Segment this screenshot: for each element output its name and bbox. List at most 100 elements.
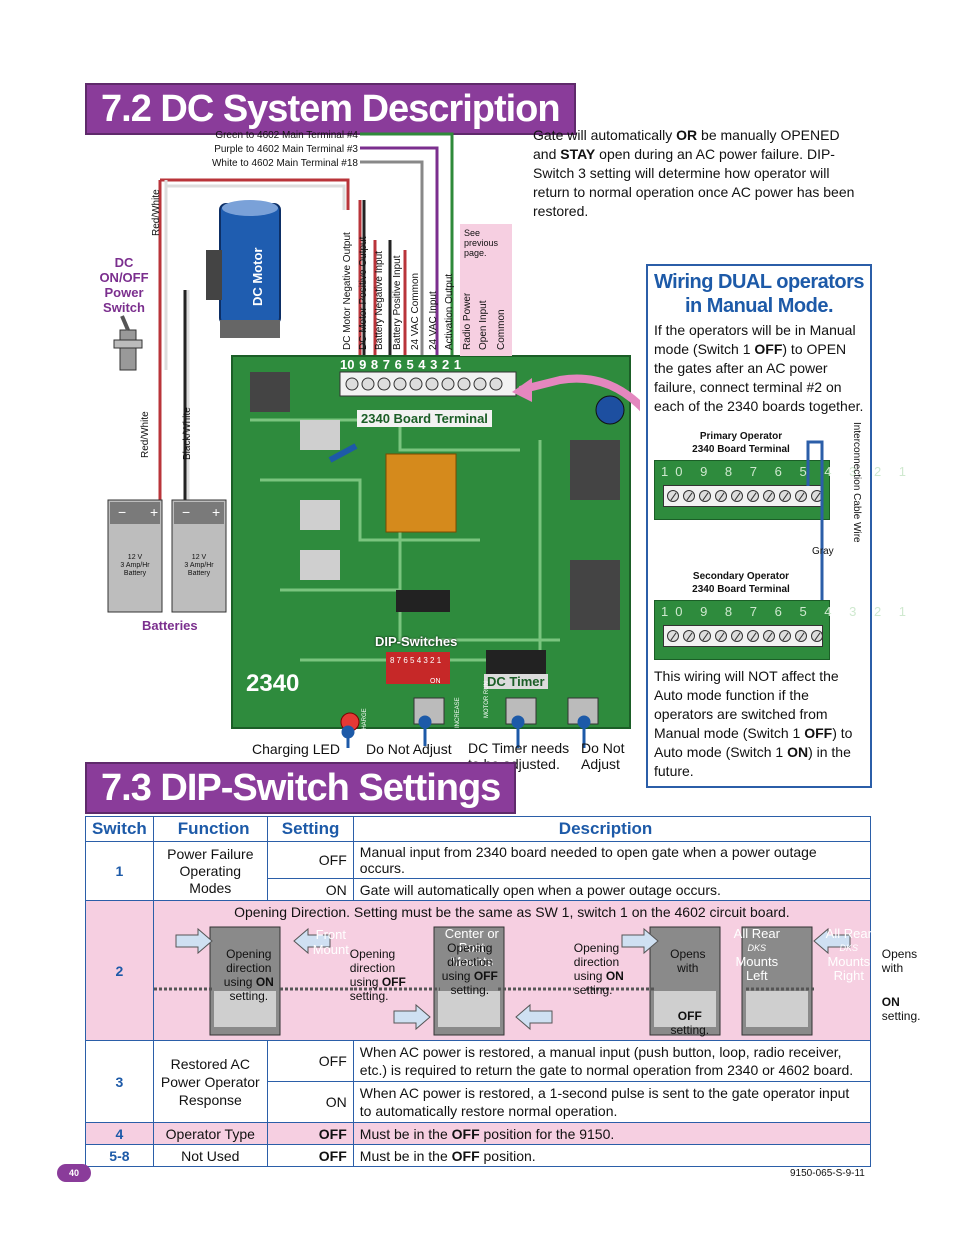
dip-on: ON bbox=[430, 678, 441, 685]
center-left-note: Opening direction using OFF setting. bbox=[434, 941, 506, 997]
terminal-label-7: Battery Positive Input bbox=[392, 255, 403, 351]
desc-4-text-1: Must be in the bbox=[359, 1125, 452, 1142]
post-word: Post bbox=[458, 940, 485, 955]
gray-label: Gray bbox=[812, 546, 834, 557]
battery-2-amp: 3 Amp/Hr bbox=[184, 562, 214, 569]
wiring-text-b-off: OFF bbox=[804, 725, 833, 741]
secondary-terminal-strip: 10 9 8 7 6 5 4 3 2 1 bbox=[654, 600, 906, 660]
rear-left-brand: DKS bbox=[747, 943, 767, 953]
wiring-dual-text-b: This wiring will NOT affect the Auto mod… bbox=[654, 667, 866, 781]
desc-4-text-2: position for the 9150. bbox=[479, 1125, 615, 1142]
wiring-text-a-2: ) to OPEN the gates after an AC power fa… bbox=[654, 341, 864, 414]
rear-left-setting: setting. bbox=[670, 1023, 710, 1037]
battery-1-word: Battery bbox=[123, 570, 147, 577]
description-1-on: Gate will automatically open when a powe… bbox=[352, 878, 872, 901]
rear-right-opens-with: Opens with bbox=[881, 947, 918, 975]
svg-text:+: + bbox=[150, 504, 158, 520]
interconnection-cable-label: Interconnection Cable Wire bbox=[851, 422, 862, 543]
primary-label-2: 2340 Board Terminal bbox=[692, 444, 790, 455]
dc-switch-line-2: ON/OFF bbox=[99, 270, 149, 285]
see-previous-text: See previous page. bbox=[464, 228, 499, 258]
table-row: 5-8 Not Used OFF Must be in the OFF posi… bbox=[85, 1144, 872, 1167]
label-red-white-bottom: Red/White bbox=[140, 411, 151, 458]
rear-left-title: All Rear DKS Mounts Left bbox=[722, 927, 792, 983]
wiring-text-b-1: This wiring will NOT affect the Auto mod… bbox=[654, 668, 839, 741]
dc-switch-line-1: DC bbox=[114, 255, 134, 270]
secondary-label: Secondary Operator 2340 Board Terminal bbox=[648, 570, 834, 596]
function-4: Operator Type bbox=[152, 1122, 268, 1145]
rear-right-setting: setting. bbox=[881, 1009, 921, 1023]
wiring-dual-title-2: in Manual Mode. bbox=[684, 295, 834, 317]
center-right-note: Opening direction using ON setting. bbox=[574, 941, 640, 997]
page-number: 40 bbox=[68, 1168, 79, 1178]
terminal-label-2: Open Input bbox=[478, 300, 489, 350]
switch-2: 2 bbox=[85, 900, 154, 1041]
gate-note-text-2: be manually OPENED and bbox=[533, 127, 840, 162]
center-post-title: Center or Post Mounts bbox=[434, 927, 510, 969]
front-left-open-dir: Opening direction using bbox=[223, 947, 272, 989]
table-row: 4 Operator Type OFF Must be in the OFF p… bbox=[85, 1122, 872, 1145]
screw-icon bbox=[811, 630, 823, 642]
rear-right-brand: DKS bbox=[839, 943, 859, 953]
description-3-on: When AC power is restored, a 1-second pu… bbox=[352, 1081, 872, 1123]
screw-icon bbox=[683, 490, 695, 502]
screw-icon bbox=[795, 630, 807, 642]
switch-3: 3 bbox=[85, 1040, 154, 1123]
batteries-icon: − + − + bbox=[107, 499, 227, 613]
center-mounts-word: Mounts bbox=[450, 954, 494, 969]
table-header-row: Switch Function Setting Description bbox=[85, 816, 872, 842]
screw-icon bbox=[667, 630, 679, 642]
charge-label: CHARGE bbox=[362, 708, 368, 734]
callout-dc-timer-line-1: DC Timer needs bbox=[468, 740, 570, 756]
terminal-label-1: Common bbox=[496, 309, 507, 350]
terminal-label-4: Activation Output bbox=[444, 273, 455, 350]
screw-icon bbox=[747, 630, 759, 642]
rear-left-left: Left bbox=[745, 968, 768, 983]
increase-label: INCREASE bbox=[455, 697, 461, 728]
secondary-terminal-numbers: 10 9 8 7 6 5 4 3 2 1 bbox=[661, 604, 914, 619]
setting-3-on: ON bbox=[266, 1081, 354, 1123]
callout-do-not-adjust-1: Do Not Adjust bbox=[366, 741, 452, 757]
screw-icon bbox=[763, 490, 775, 502]
setting-1-on: ON bbox=[266, 878, 354, 901]
terminal-label-6: 24 VAC Common bbox=[410, 272, 421, 350]
gate-mounting-illustrations bbox=[153, 926, 851, 1036]
switch-4: 4 bbox=[85, 1122, 154, 1145]
gate-note-stay: STAY bbox=[560, 146, 596, 162]
screw-icon bbox=[747, 490, 759, 502]
setting-3-off: OFF bbox=[266, 1040, 354, 1082]
table-row: ON When AC power is restored, a 1-second… bbox=[86, 1081, 872, 1123]
wiring-dual-title: Wiring DUAL operators in Manual Mode. bbox=[648, 270, 870, 318]
terminal-label-9: DC Motor Positive Output bbox=[358, 236, 369, 350]
desc-5-off: OFF bbox=[451, 1147, 480, 1164]
opening-direction-text: Opening Direction. Setting must be the s… bbox=[234, 904, 790, 920]
page-number-badge: 40 bbox=[57, 1164, 91, 1182]
wiring-text-b-3: ) in the future. bbox=[654, 744, 851, 779]
rear-right-on: ON bbox=[881, 995, 900, 1009]
primary-label-1: Primary Operator bbox=[699, 431, 783, 442]
see-previous-box bbox=[460, 224, 512, 356]
desc-5-text-2: position. bbox=[479, 1147, 536, 1164]
dc-motor-label: DC Motor bbox=[250, 247, 265, 307]
wire-white-label: White to 4602 Main Terminal #18 bbox=[211, 158, 358, 169]
screw-icon bbox=[683, 630, 695, 642]
switch-1: 1 bbox=[85, 841, 154, 901]
terminal-label-5: 24 VAC Input bbox=[428, 291, 439, 350]
wiring-text-a-off: OFF bbox=[754, 341, 783, 357]
header-description: Description bbox=[352, 816, 872, 842]
center-left-open-dir: Opening direction using bbox=[441, 941, 493, 983]
terminal-label-3: Radio Power bbox=[462, 292, 473, 350]
terminal-label-10: DC Motor Negative Output bbox=[342, 232, 353, 350]
secondary-label-1: Secondary Operator bbox=[692, 571, 790, 582]
front-right-open-dir: Opening direction using bbox=[349, 947, 396, 989]
wiring-diagram: − + − + bbox=[107, 132, 640, 748]
table-row: 3 Restored AC Power Operator Response OF… bbox=[85, 1040, 872, 1123]
description-2: Opening Direction. Setting must be the s… bbox=[152, 900, 921, 1041]
header-setting: Setting bbox=[266, 816, 354, 842]
table-row: 1 Power Failure Operating Modes OFF Manu… bbox=[85, 841, 872, 901]
front-mount-right-note: Opening direction using OFF setting. bbox=[350, 947, 416, 1003]
front-word: Front bbox=[315, 927, 346, 942]
screw-icon bbox=[715, 490, 727, 502]
battery-1-amp: 3 Amp/Hr bbox=[120, 562, 150, 569]
